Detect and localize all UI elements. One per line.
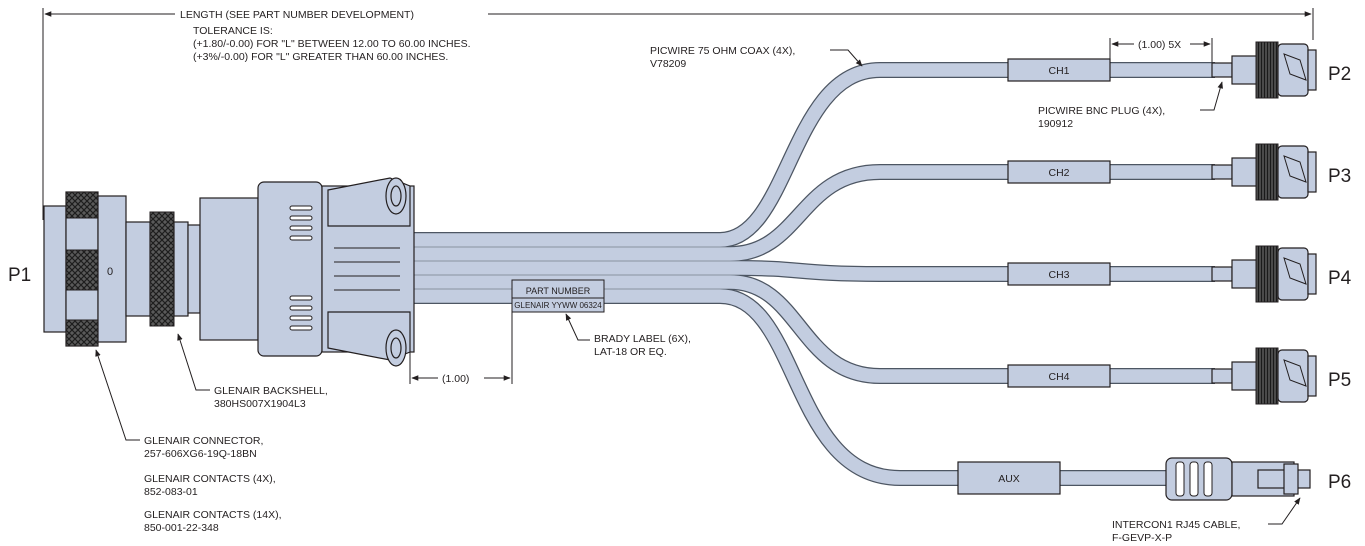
callout-coax: PICWIRE 75 OHM COAX (4X), V78209 bbox=[650, 45, 863, 70]
length-dimension: LENGTH (SEE PART NUMBER DEVELOPMENT) TOL… bbox=[42, 8, 1314, 220]
backshell-line-2: 380HS007X1904L3 bbox=[214, 398, 306, 410]
p1-shell bbox=[97, 195, 127, 343]
rj45-line-2: F-GEVP-X-P bbox=[1112, 532, 1172, 544]
ch2-label-sleeve bbox=[1007, 160, 1111, 184]
ch4-label-sleeve bbox=[1007, 364, 1111, 388]
coax-line-2: V78209 bbox=[650, 58, 686, 70]
backshell-body bbox=[199, 197, 259, 341]
bnc-line-2: 190912 bbox=[1038, 118, 1073, 130]
ch3-label-sleeve bbox=[1007, 262, 1111, 286]
p1-face-mark: 0 bbox=[107, 266, 113, 278]
cable-ch3 bbox=[400, 261, 1215, 281]
connector-line-1: GLENAIR CONNECTOR, bbox=[144, 435, 263, 447]
backshell-line-1: GLENAIR BACKSHELL, bbox=[214, 385, 328, 397]
ch1-label-sleeve bbox=[1007, 58, 1111, 82]
callout-brady: BRADY LABEL (6X), LAT-18 OR EQ. bbox=[565, 313, 691, 358]
part-number-label: PART NUMBER GLENAIR YYWW 06324 bbox=[511, 279, 605, 313]
label-pitch-dimension: (1.00) 5X bbox=[1109, 38, 1213, 62]
rj45-line-1: INTERCON1 RJ45 CABLE, bbox=[1112, 519, 1240, 531]
length-title: LENGTH (SEE PART NUMBER DEVELOPMENT) bbox=[180, 9, 414, 21]
p5-label: P5 bbox=[1328, 370, 1351, 391]
tolerance-line-3: (+3%/-0.00) FOR "L" GREATER THAN 60.00 I… bbox=[193, 51, 448, 63]
label-offset-dimension: (1.00) bbox=[409, 312, 513, 385]
part-number-line-1: PART NUMBER bbox=[526, 286, 591, 296]
backshell bbox=[199, 177, 415, 367]
tolerance-line-1: TOLERANCE IS: bbox=[193, 25, 273, 37]
p3-label: P3 bbox=[1328, 166, 1351, 187]
cable-aux bbox=[400, 289, 1170, 485]
brady-line-1: BRADY LABEL (6X), bbox=[594, 333, 691, 345]
cable-bundle bbox=[400, 62, 1215, 486]
p4-label: P4 bbox=[1328, 268, 1352, 289]
cable-ch2 bbox=[400, 165, 1215, 261]
bnc-line-1: PICWIRE BNC PLUG (4X), bbox=[1038, 105, 1165, 117]
connector-line-2: 257-606XG6-19Q-18BN bbox=[144, 448, 257, 460]
contacts-b-line-2: 850-001-22-348 bbox=[144, 522, 219, 534]
bnc-plug-p4 bbox=[1211, 245, 1317, 303]
contacts-a-line-1: GLENAIR CONTACTS (4X), bbox=[144, 473, 276, 485]
p1-face bbox=[43, 205, 67, 333]
callout-backshell: GLENAIR BACKSHELL, 380HS007X1904L3 bbox=[177, 333, 328, 410]
rj45-plug-p6 bbox=[1165, 457, 1311, 501]
p1-label: P1 bbox=[8, 265, 31, 286]
label-pitch-text: (1.00) 5X bbox=[1138, 39, 1181, 51]
callout-connector: GLENAIR CONNECTOR, 257-606XG6-19Q-18BN G… bbox=[95, 349, 282, 534]
tolerance-line-2: (+1.80/-0.00) FOR "L" BETWEEN 12.00 TO 6… bbox=[193, 38, 471, 50]
label-offset-text: (1.00) bbox=[442, 373, 469, 385]
contacts-a-line-2: 852-083-01 bbox=[144, 486, 198, 498]
callout-rj45: INTERCON1 RJ45 CABLE, F-GEVP-X-P bbox=[1112, 497, 1301, 544]
bnc-plug-p5 bbox=[1211, 347, 1317, 405]
aux-label-sleeve bbox=[957, 461, 1061, 495]
ch4-label: CH4 bbox=[1048, 371, 1069, 383]
cable-ch1 bbox=[400, 63, 1215, 247]
channel-labels: CH1 CH2 CH3 CH4 AUX bbox=[957, 58, 1111, 495]
p6-label: P6 bbox=[1328, 472, 1351, 493]
part-number-line-2: GLENAIR YYWW 06324 bbox=[514, 301, 602, 310]
cable-ch4 bbox=[400, 275, 1215, 383]
p2-label: P2 bbox=[1328, 64, 1351, 85]
callout-bnc: PICWIRE BNC PLUG (4X), 190912 bbox=[1038, 81, 1223, 130]
ch3-label: CH3 bbox=[1048, 269, 1069, 281]
bnc-plug-p2 bbox=[1211, 41, 1317, 99]
contacts-b-line-1: GLENAIR CONTACTS (14X), bbox=[144, 509, 282, 521]
ch2-label: CH2 bbox=[1048, 167, 1069, 179]
brady-line-2: LAT-18 OR EQ. bbox=[594, 346, 667, 358]
backshell-knurl bbox=[149, 211, 175, 327]
ch1-label: CH1 bbox=[1048, 65, 1069, 77]
aux-label: AUX bbox=[998, 473, 1020, 485]
p1-connector: 0 bbox=[43, 191, 201, 347]
bnc-plug-p3 bbox=[1211, 143, 1317, 201]
coax-line-1: PICWIRE 75 OHM COAX (4X), bbox=[650, 45, 795, 57]
